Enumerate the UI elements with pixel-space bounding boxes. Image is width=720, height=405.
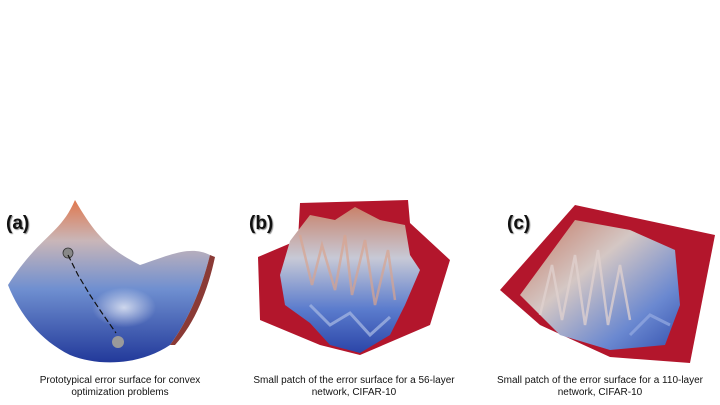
caption-c: Small patch of the error surface for a 1… [480, 375, 720, 399]
panel-label-c: (c) [507, 213, 531, 234]
caption-b: Small patch of the error surface for a 5… [234, 375, 474, 399]
caption-a: Prototypical error surface for convex op… [0, 375, 240, 399]
panel-convex-surface: (a) Prototypical error surface for conve… [0, 195, 240, 405]
caption-a-line1: Prototypical error surface for convex [39, 375, 201, 386]
rugged-loss-surface-c-icon [500, 205, 715, 363]
convex-bowl-surface-icon [8, 200, 215, 363]
caption-c-line1: Small patch of the error surface for a 1… [496, 375, 704, 386]
panel-110-layer-surface: (c) Small patch of the error surface for… [480, 195, 720, 405]
caption-a-line2: optimization problems [71, 387, 169, 398]
panel-label-b: (b) [249, 213, 274, 234]
caption-b-line2: network, CIFAR-10 [311, 387, 397, 398]
caption-c-line2: network, CIFAR-10 [557, 387, 643, 398]
panel-56-layer-surface: (b) Small patch of the error surface for… [240, 195, 480, 405]
panel-label-a: (a) [6, 213, 30, 234]
rugged-loss-surface-b-icon [258, 200, 450, 355]
caption-b-line1: Small patch of the error surface for a 5… [253, 375, 455, 386]
